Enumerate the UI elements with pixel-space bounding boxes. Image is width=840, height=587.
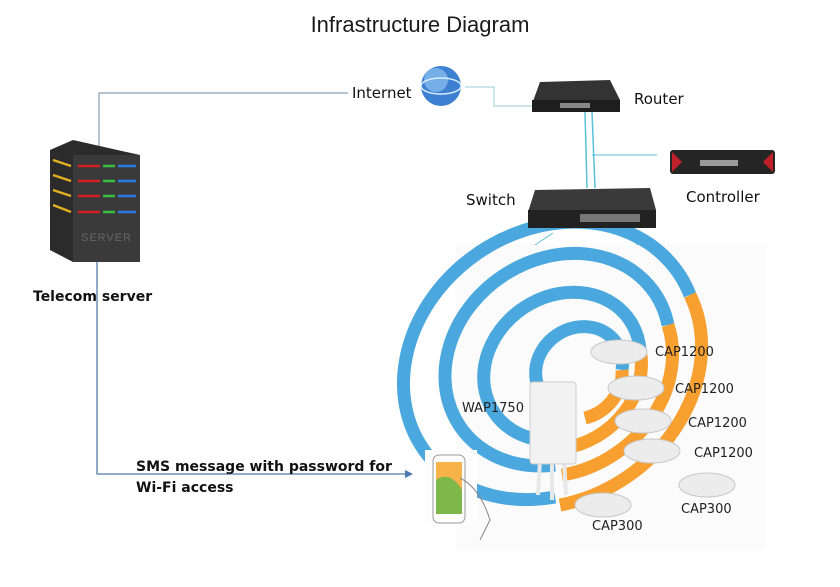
server-label: Telecom server — [33, 289, 153, 305]
internet-router-link — [465, 86, 532, 107]
internet-globe-icon — [420, 66, 462, 106]
arc-2-blue — [438, 246, 675, 473]
internet-label: Internet — [352, 84, 412, 102]
cap-device — [607, 375, 665, 401]
arc-outer-orange — [558, 292, 709, 512]
cap-device — [614, 408, 672, 434]
server-internet-link — [98, 92, 348, 150]
router-switch-link-a — [584, 111, 588, 189]
controller-label: Controller — [686, 188, 760, 206]
router-label: Router — [634, 90, 684, 108]
cap-label: CAP1200 — [694, 446, 753, 461]
switch-label: Switch — [466, 191, 516, 209]
server-phone-link — [96, 262, 405, 475]
page-title: Infrastructure Diagram — [310, 12, 530, 37]
controller-icon — [670, 150, 775, 174]
arrow-head — [405, 470, 413, 478]
cap-label: CAP1200 — [655, 345, 714, 360]
phone-icon — [425, 450, 491, 541]
cap-devices — [574, 339, 736, 518]
server-icon — [50, 140, 140, 262]
cap-label: CAP300 — [681, 502, 732, 517]
sms-label-line1: SMS message with password for — [136, 459, 392, 475]
arc-3-blue — [477, 285, 647, 448]
router-switch-link-b — [591, 111, 596, 189]
router-icon — [532, 80, 620, 112]
sms-label-line2: Wi-Fi access — [136, 480, 234, 496]
cap-device — [678, 472, 736, 498]
wap-label: WAP1750 — [462, 401, 524, 416]
cap-label: CAP1200 — [688, 416, 747, 431]
cap-device — [623, 438, 681, 464]
server-text: SERVER — [81, 232, 133, 244]
switch-icon — [528, 188, 656, 228]
cap-device — [590, 339, 648, 365]
wap-device-icon — [529, 381, 577, 500]
cap-label: CAP1200 — [675, 382, 734, 397]
cap-device — [574, 492, 632, 518]
cap-label: CAP300 — [592, 519, 643, 534]
switch-wifi-link-a — [534, 232, 554, 246]
